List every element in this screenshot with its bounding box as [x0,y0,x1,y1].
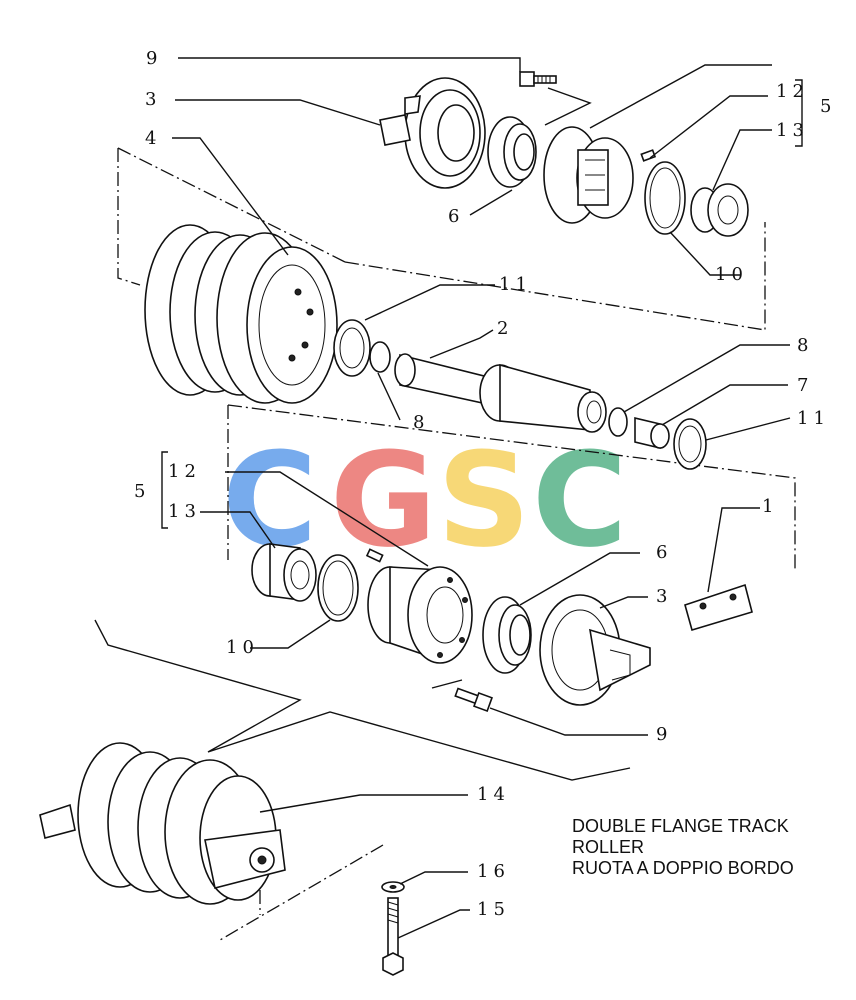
label-part-5-bottom: 5 [134,481,150,502]
group-bracket-top [795,79,803,147]
bolt-bottom [454,687,493,712]
thrust-washer-left [333,319,371,377]
watermark: C G S C [222,424,627,576]
label-part-10-bottom: 10 [226,637,259,658]
label-part-11-right: 11 [797,408,830,429]
long-bolt [382,897,404,976]
diagram-caption: DOUBLE FLANGE TRACK ROLLER RUOTA A DOPPI… [572,816,794,879]
floating-seal-bottom [482,596,532,674]
label-part-10-top: 10 [715,264,748,285]
label-part-9-top: 9 [146,48,162,69]
label-part-3-bottom: 3 [656,586,672,607]
o-ring-small-right [608,407,628,437]
label-part-8-right: 8 [797,335,813,356]
washer [381,881,405,893]
label-part-6-top: 6 [448,206,464,227]
group-bracket-bottom [161,451,168,529]
watermark-letter-2: G [330,424,437,576]
o-ring-bottom [317,554,359,622]
pin-bottom [365,548,384,563]
label-part-13-top: 13 [776,120,809,141]
label-part-13-bottom: 13 [168,501,201,522]
end-cap-bottom [539,594,651,706]
pin-top [640,149,657,162]
floating-seal-top [487,116,537,188]
lock-plate [684,583,753,632]
o-ring-small-left [369,341,391,373]
bushing-bottom [251,543,317,602]
label-part-3-top: 3 [145,89,161,110]
bolt-top [519,71,557,87]
collar-bottom [367,566,473,664]
watermark-letter-4: C [532,424,627,576]
collar-top [543,126,634,224]
label-part-7: 7 [797,375,813,396]
o-ring-top [644,161,686,235]
part-number-labels: 9 3 4 12 5 13 6 10 11 2 8 8 7 11 1 12 5 … [134,48,836,920]
label-part-12-bottom: 12 [168,461,201,482]
assembled-roller [39,742,286,905]
caption-line-1: DOUBLE FLANGE TRACK [572,816,789,836]
label-part-11-left: 11 [499,274,532,295]
label-part-9-bottom: 9 [656,724,672,745]
thrust-washer-right [673,418,707,470]
label-part-1: 1 [762,496,778,517]
label-part-15: 15 [477,899,510,920]
shaft [394,353,607,433]
label-part-14: 14 [477,784,510,805]
assembly-centerlines [117,147,796,941]
label-part-12-top: 12 [776,81,809,102]
leader-lines [172,57,791,939]
assembly-pointer-line [94,619,631,781]
bushing-top [690,183,749,237]
end-cap-top [379,77,486,189]
label-part-16: 16 [477,861,510,882]
roller-body [144,224,338,404]
label-part-6-bottom: 6 [656,542,672,563]
sleeve [634,416,670,450]
watermark-letter-3: S [437,424,531,576]
label-part-4: 4 [145,128,161,149]
label-part-2: 2 [497,318,513,339]
label-part-5-top: 5 [820,96,836,117]
caption-line-3: RUOTA A DOPPIO BORDO [572,858,794,878]
caption-line-2: ROLLER [572,837,645,857]
label-part-8-left: 8 [413,412,429,433]
